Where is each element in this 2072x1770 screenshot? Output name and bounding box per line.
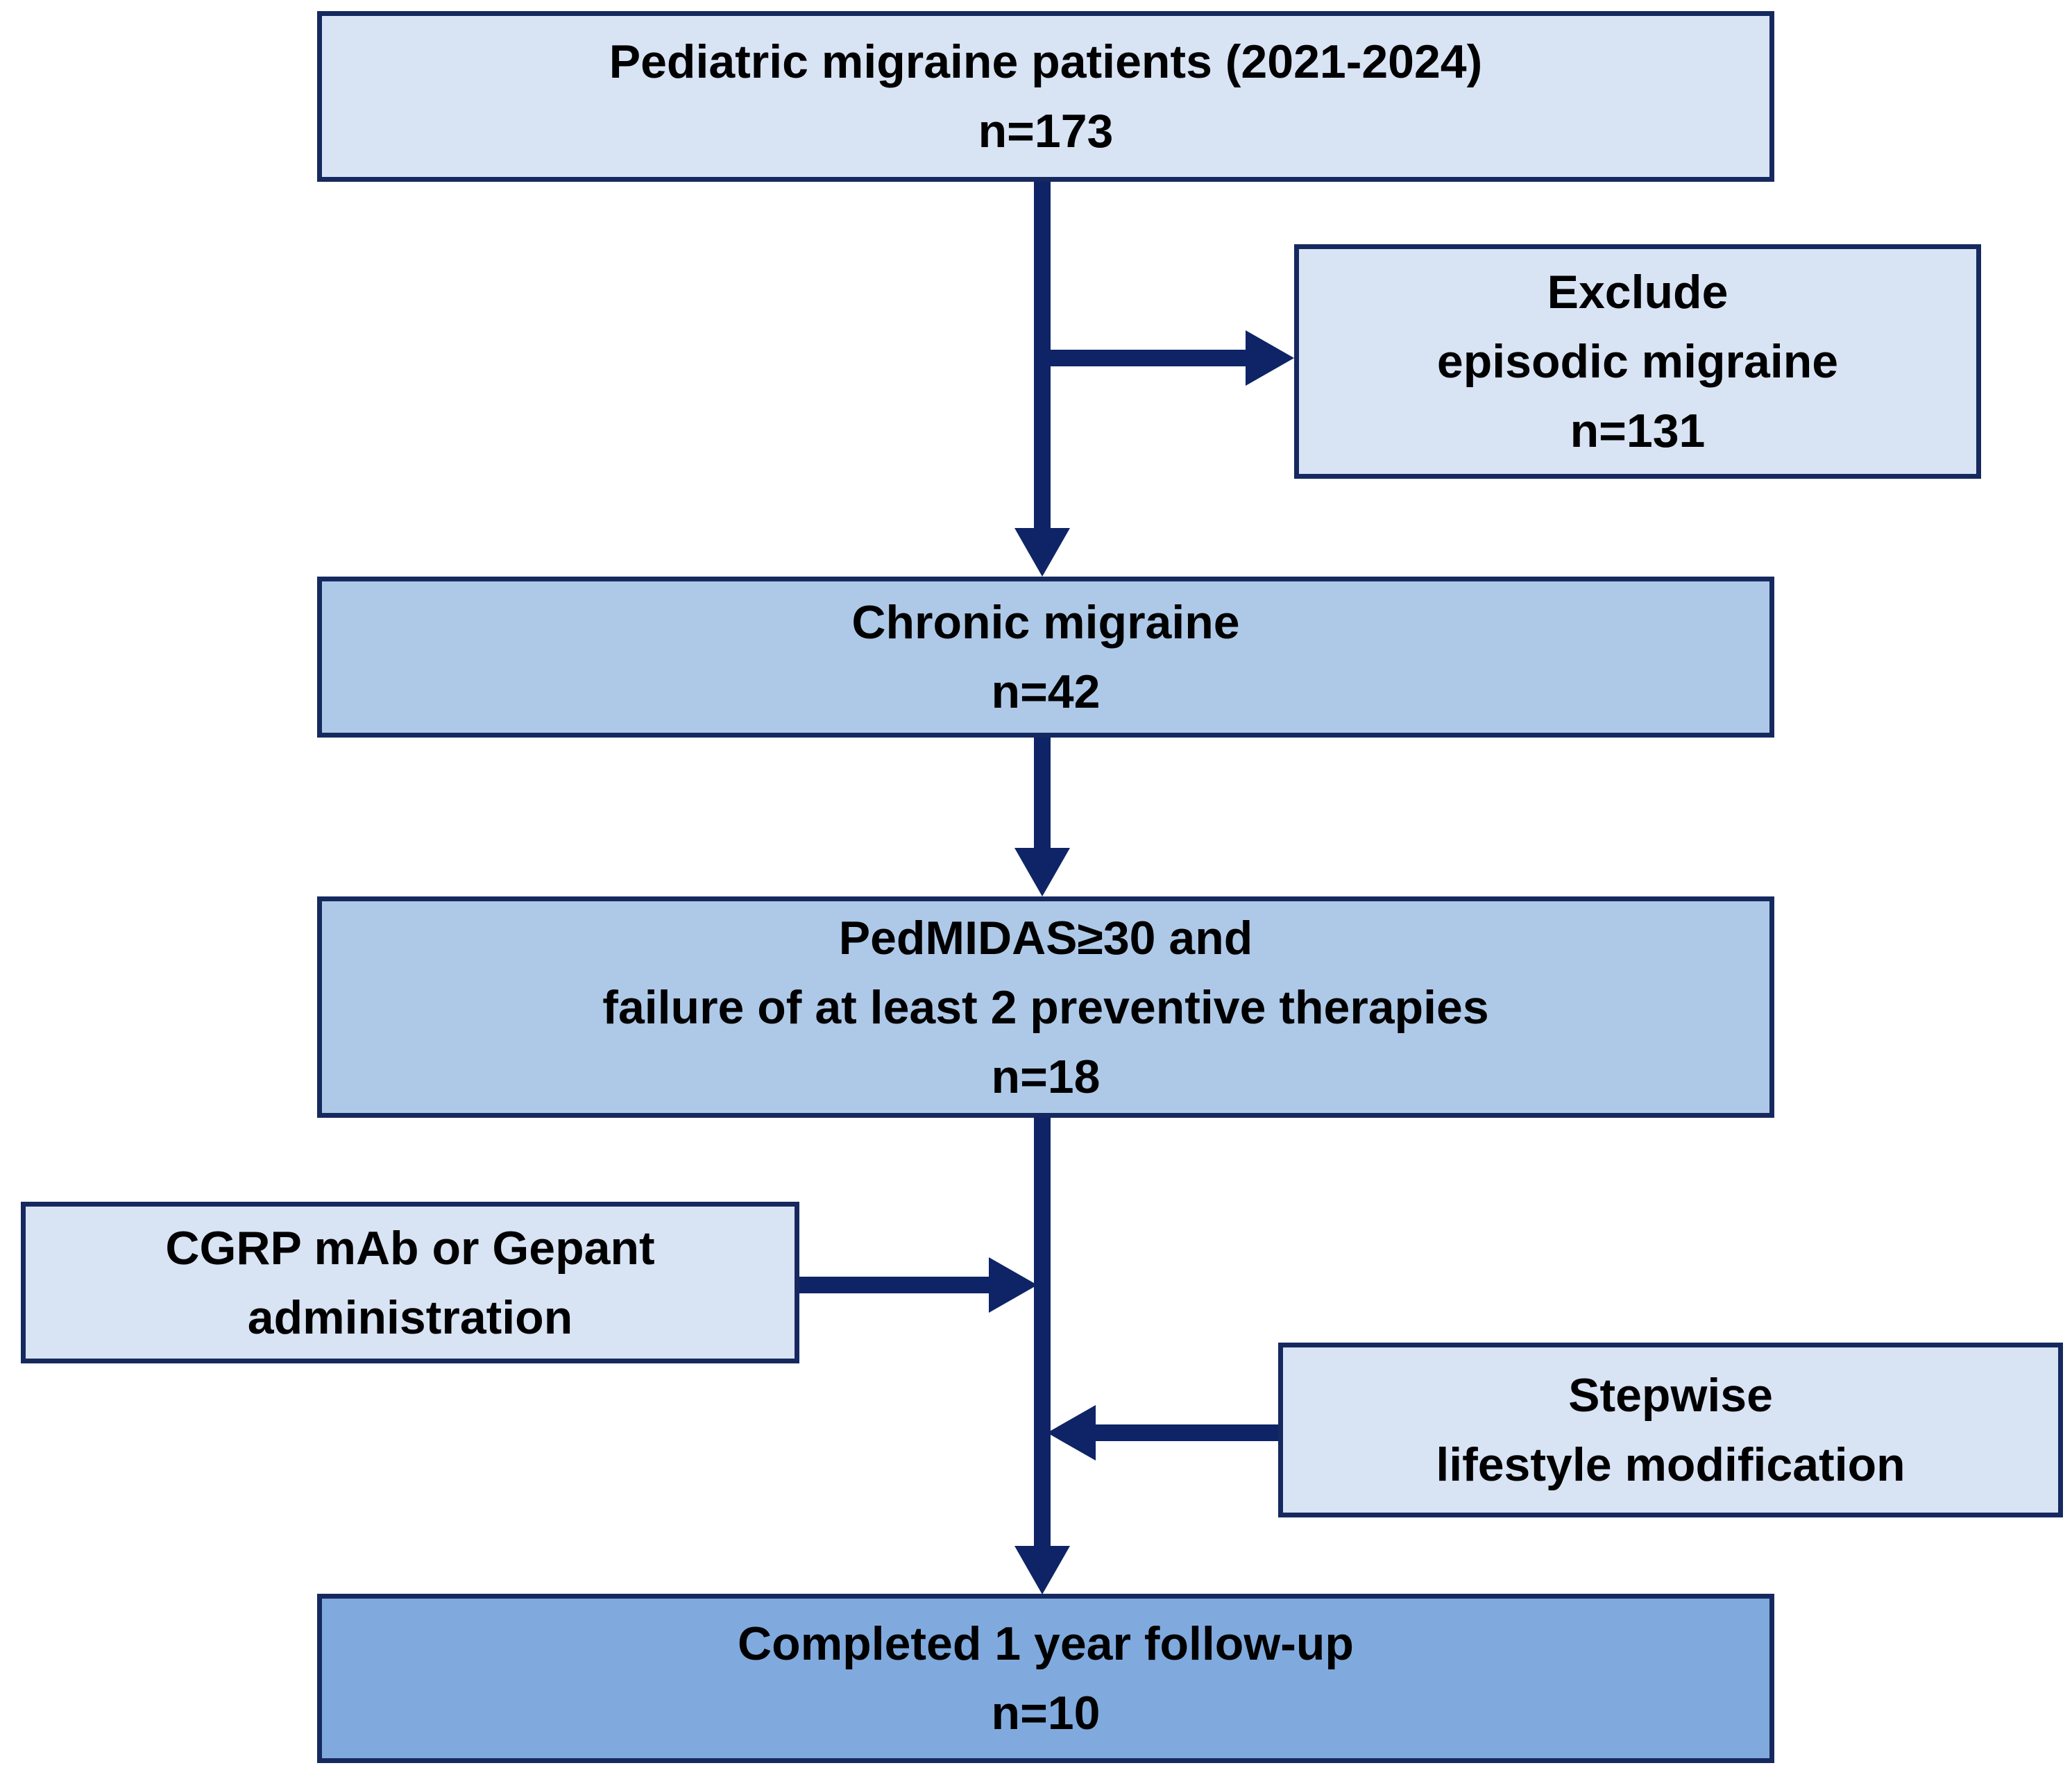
box-text-line: failure of at least 2 preventive therapi… xyxy=(602,980,1489,1034)
box-stepwise-lifestyle: Stepwise lifestyle modification xyxy=(1278,1343,2063,1517)
arrow-head-left-icon xyxy=(1047,1405,1096,1461)
box-text-line: episodic migraine xyxy=(1436,335,1839,388)
arrow-shaft xyxy=(799,1277,990,1293)
box-text-line: Completed 1 year follow-up xyxy=(738,1617,1354,1670)
box-count-line: n=131 xyxy=(1570,405,1706,457)
arrow-head-down-icon xyxy=(1014,1546,1070,1594)
arrow-head-right-icon xyxy=(989,1257,1037,1313)
box-pedmidas-criteria: PedMIDAS≥30 and failure of at least 2 pr… xyxy=(317,896,1774,1118)
box-pediatric-patients: Pediatric migraine patients (2021-2024) … xyxy=(317,11,1774,182)
box-text-line: Pediatric migraine patients (2021-2024) xyxy=(609,35,1483,88)
box-count-line: n=42 xyxy=(991,665,1101,718)
box-chronic-migraine: Chronic migraine n=42 xyxy=(317,577,1774,738)
box-text-line: lifestyle modification xyxy=(1436,1438,1905,1491)
arrow-shaft xyxy=(1034,1118,1051,1548)
box-text-line: Chronic migraine xyxy=(851,596,1240,649)
arrow-head-down-icon xyxy=(1014,528,1070,577)
arrow-shaft xyxy=(1096,1424,1278,1441)
box-text-line: administration xyxy=(247,1291,573,1344)
box-count-line: n=10 xyxy=(991,1687,1101,1739)
arrow-shaft xyxy=(1034,738,1051,852)
arrow-shaft xyxy=(1042,350,1250,366)
box-text-line: Exclude xyxy=(1547,266,1729,318)
box-exclude-episodic: Exclude episodic migraine n=131 xyxy=(1294,244,1981,479)
arrow-head-right-icon xyxy=(1246,330,1294,386)
box-text-line: CGRP mAb or Gepant xyxy=(165,1221,655,1275)
box-count-line: n=173 xyxy=(978,105,1114,158)
box-completed-followup: Completed 1 year follow-up n=10 xyxy=(317,1594,1774,1763)
arrow-head-down-icon xyxy=(1014,848,1070,896)
box-cgrp-administration: CGRP mAb or Gepant administration xyxy=(21,1202,799,1363)
box-text-line: PedMIDAS≥30 and xyxy=(838,911,1253,964)
box-count-line: n=18 xyxy=(991,1050,1101,1103)
box-text-line: Stepwise xyxy=(1568,1369,1773,1422)
